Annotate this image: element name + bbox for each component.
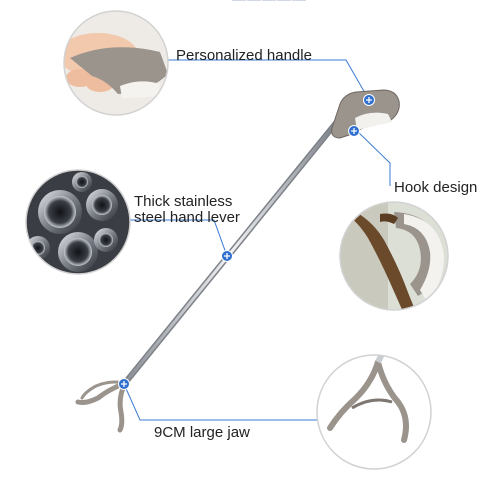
detail-circle-jaw [316, 354, 432, 470]
label-lever-line2: steel hand lever [134, 209, 240, 226]
header-partial-text: ————— [232, 0, 307, 7]
label-personalized-handle: Personalized handle [176, 47, 312, 64]
marker-lever [221, 250, 233, 262]
label-large-jaw: 9CM large jaw [154, 424, 250, 441]
callout-line-hook [355, 129, 391, 186]
detail-circle-pipes [25, 169, 131, 275]
marker-handle [363, 94, 375, 106]
jaw [75, 380, 128, 433]
marker-hook [348, 125, 360, 137]
callout-line-handle [168, 59, 370, 101]
detail-circle-handle [63, 10, 169, 116]
marker-jaw [118, 378, 130, 390]
callout-line-lever [130, 219, 228, 257]
callout-lines [123, 59, 391, 421]
label-hook-design: Hook design [394, 179, 478, 196]
label-lever-line1: Thick stainless [134, 193, 233, 210]
detail-circle-hook [339, 201, 449, 311]
callout-markers [118, 94, 375, 390]
callout-line-jaw [123, 383, 318, 421]
header-strip: ————— [0, 0, 500, 8]
branch-image [346, 210, 416, 310]
jaw-closeup-image [327, 355, 409, 443]
